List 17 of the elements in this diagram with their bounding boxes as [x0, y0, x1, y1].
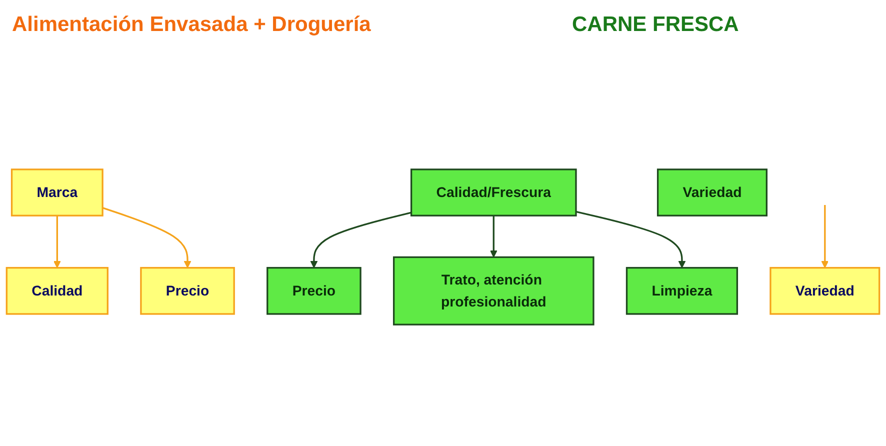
- section-heading: Alimentación Envasada + Droguería: [12, 13, 372, 37]
- node-box: Precio: [266, 266, 362, 315]
- node-box: Variedad: [656, 168, 768, 216]
- arrow: [102, 207, 192, 268]
- node-box: Precio: [140, 266, 235, 315]
- arrow: [821, 205, 829, 268]
- node-box: Calidad: [6, 266, 108, 315]
- arrow: [310, 212, 412, 268]
- node-box: Calidad/Frescura: [410, 168, 577, 216]
- arrow: [576, 210, 686, 268]
- arrow: [490, 216, 498, 258]
- section-heading: CARNE FRESCA: [572, 13, 739, 37]
- arrow: [54, 216, 61, 268]
- node-box: Limpieza: [626, 266, 738, 315]
- node-box: Variedad: [770, 266, 880, 315]
- node-box: Trato, atención profesionalidad: [392, 256, 594, 326]
- node-box: Marca: [10, 168, 104, 216]
